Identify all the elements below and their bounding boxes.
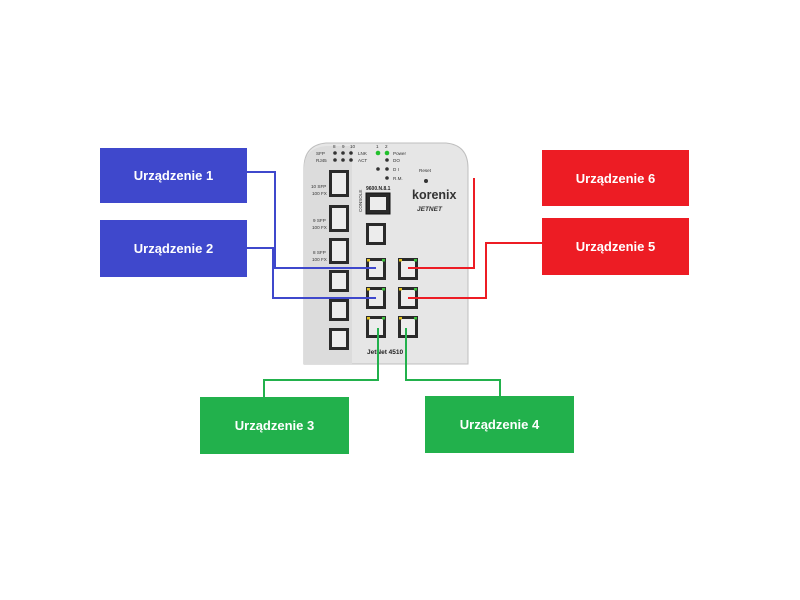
link-device-6 bbox=[408, 178, 475, 269]
device-4-label: Urządzenie 4 bbox=[459, 417, 540, 432]
left-port-column: 10 SFP 100 FX 9 SFP 100 FX 8 SFP 100 FX bbox=[311, 170, 349, 350]
connections bbox=[247, 171, 542, 397]
device-1-box: Urządzenie 1 bbox=[100, 148, 247, 203]
device-2-box: Urządzenie 2 bbox=[100, 220, 247, 277]
port-fx-label: 100 FX bbox=[312, 257, 327, 262]
port-label-8: 8 SFP bbox=[313, 250, 326, 255]
rm-label: R.M. bbox=[393, 176, 403, 181]
port-led bbox=[399, 259, 402, 262]
top-num-9: 9 bbox=[342, 144, 345, 149]
act-label: ACT bbox=[358, 158, 367, 163]
top-num-2: 2 bbox=[385, 144, 388, 149]
di-label: D I bbox=[393, 167, 399, 172]
port-label-10: 10 SFP bbox=[311, 184, 326, 189]
port-led bbox=[382, 317, 385, 320]
status-leds: 1 2 Power DO D I R.M. Reset bbox=[375, 144, 432, 183]
power-label: Power bbox=[393, 151, 406, 156]
device-6-box: Urządzenie 6 bbox=[542, 150, 689, 206]
brand-logo: korenix bbox=[412, 188, 457, 202]
device-6-label: Urządzenie 6 bbox=[575, 170, 656, 186]
switch-device: 8 9 10 SFP RJ45 LNK ACT 1 2 Power bbox=[303, 142, 469, 365]
device-5-label: Urządzenie 5 bbox=[575, 239, 656, 254]
link-device-1 bbox=[247, 171, 376, 269]
port-label-9: 9 SFP bbox=[313, 218, 326, 223]
port-led bbox=[399, 317, 402, 320]
port-fx-label: 100 FX bbox=[312, 225, 327, 230]
device-1-label: Urządzenie 1 bbox=[133, 168, 214, 183]
led bbox=[349, 151, 353, 155]
device-2-label: Urządzenie 2 bbox=[133, 241, 214, 256]
led bbox=[333, 158, 337, 162]
reset-label: Reset bbox=[419, 168, 432, 173]
link-device-2 bbox=[247, 247, 376, 299]
power-led-1 bbox=[375, 150, 381, 156]
link-device-3 bbox=[263, 328, 379, 397]
device-3-box: Urządzenie 3 bbox=[200, 397, 349, 454]
series-logo: JETNET bbox=[417, 206, 443, 213]
port-led bbox=[367, 288, 370, 291]
reset-button[interactable] bbox=[424, 179, 428, 183]
power-led-2 bbox=[384, 150, 390, 156]
top-num-8: 8 bbox=[333, 144, 336, 149]
device-5-box: Urządzenie 5 bbox=[542, 218, 689, 275]
led bbox=[385, 176, 389, 180]
top-num-10: 10 bbox=[350, 144, 356, 149]
led bbox=[341, 158, 345, 162]
sfp-led-label: SFP bbox=[316, 151, 325, 156]
led bbox=[376, 167, 380, 171]
sfp-led-header: 8 9 10 SFP RJ45 LNK ACT bbox=[316, 144, 368, 163]
port-led bbox=[382, 288, 385, 291]
led bbox=[349, 158, 353, 162]
port-led bbox=[399, 288, 402, 291]
baud-label: 9600.N.8.1 bbox=[366, 186, 391, 192]
top-num-1: 1 bbox=[376, 144, 379, 149]
led bbox=[341, 151, 345, 155]
led bbox=[385, 158, 389, 162]
link-device-5 bbox=[408, 242, 542, 299]
console-port-inner bbox=[370, 197, 386, 210]
port-fx-label: 100 FX bbox=[312, 191, 327, 196]
port-led bbox=[382, 259, 385, 262]
console-label: CONSOLE bbox=[358, 190, 363, 212]
led bbox=[333, 151, 337, 155]
rj45-led-label: RJ45 bbox=[316, 158, 327, 163]
port-led bbox=[414, 317, 417, 320]
led bbox=[385, 167, 389, 171]
port-led bbox=[414, 259, 417, 262]
device-4-box: Urządzenie 4 bbox=[425, 396, 574, 453]
do-label: DO bbox=[393, 158, 400, 163]
lnk-label: LNK bbox=[358, 151, 368, 156]
port-led bbox=[414, 288, 417, 291]
console-port-group: 9600.N.8.1 CONSOLE bbox=[358, 186, 391, 215]
model-label: JetNet 4510 bbox=[367, 349, 404, 356]
port-led bbox=[367, 317, 370, 320]
device-3-label: Urządzenie 3 bbox=[234, 418, 315, 433]
port-led bbox=[367, 259, 370, 262]
link-device-4 bbox=[405, 328, 501, 396]
